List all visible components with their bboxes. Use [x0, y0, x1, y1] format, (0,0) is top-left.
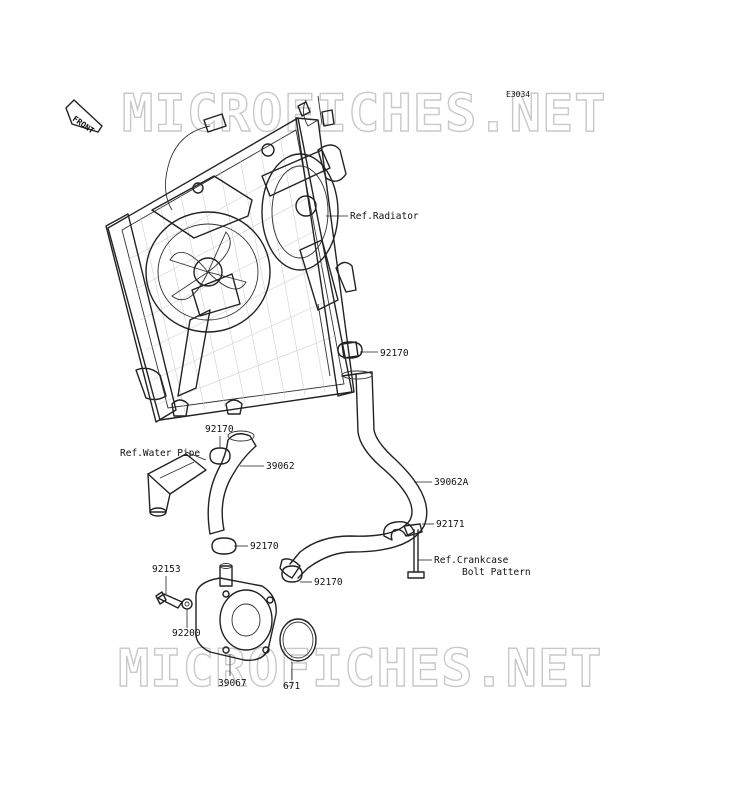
radiator-fins: [127, 135, 336, 413]
clamp-92171: [383, 521, 423, 541]
clamp-92170-upper: [337, 341, 363, 359]
label-92170-a: 92170: [380, 348, 409, 359]
cooling-fan-left: [145, 175, 271, 397]
label-92200: 92200: [172, 628, 201, 639]
clamp-92170-waterpipe: [209, 447, 231, 465]
label-ref-crankcase-2: Bolt Pattern: [462, 567, 531, 578]
diagram-code: E3034: [506, 90, 530, 99]
clamp-92170-lower-right: [281, 565, 303, 583]
hose-39062a: [279, 370, 428, 579]
radiator-outlet-hose: [335, 261, 359, 359]
label-92170-c: 92170: [250, 541, 279, 552]
watermark-bottom: MICROFICHES.NET: [118, 639, 603, 699]
clamp-92170-lower-left: [211, 537, 237, 555]
label-39062a: 39062A: [434, 477, 469, 488]
label-39067: 39067: [218, 678, 247, 689]
label-ref-crankcase-1: Ref.Crankcase: [434, 555, 509, 566]
hose-39062: [207, 430, 257, 535]
bolt-92153: [155, 591, 183, 609]
watermark-top: MICROFICHES.NET: [122, 84, 607, 144]
o-ring-671: [279, 618, 317, 662]
label-39062: 39062: [266, 461, 295, 472]
label-ref-water-pipe: Ref.Water Pipe: [120, 448, 200, 459]
label-92171: 92171: [436, 519, 465, 530]
cooling-fan-right: [261, 149, 339, 377]
water-pipe-fitting: [147, 453, 207, 517]
radiator-assembly: [105, 95, 355, 423]
washer-92200: [181, 598, 193, 610]
front-arrow-icon: FRONT: [65, 99, 103, 136]
crankcase-bolt: [407, 529, 425, 579]
label-92170-b: 92170: [205, 424, 234, 435]
label-671: 671: [283, 681, 300, 692]
label-92153: 92153: [152, 564, 181, 575]
label-ref-radiator: Ref.Radiator: [350, 211, 419, 222]
oil-cooler-39067: [195, 563, 277, 661]
label-92170-d: 92170: [314, 577, 343, 588]
